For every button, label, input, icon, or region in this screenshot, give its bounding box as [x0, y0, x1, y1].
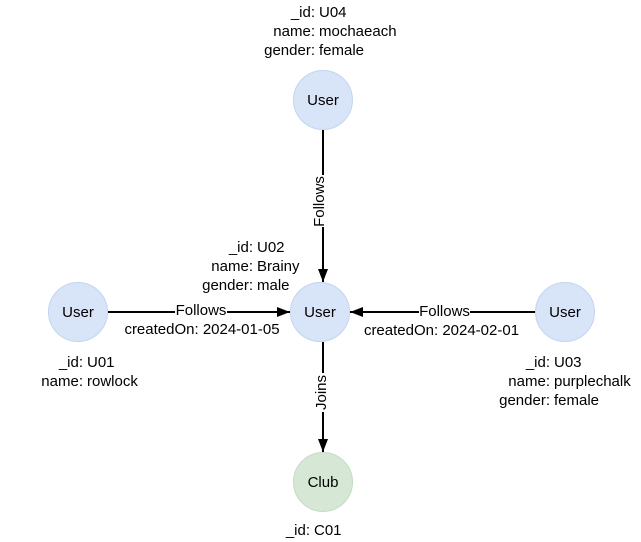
edge-arrowhead-u01-u02: [277, 307, 290, 317]
edge-label-text: Joins: [313, 374, 330, 411]
node-label: User: [549, 303, 581, 321]
prop-key: gender:: [264, 42, 315, 59]
edge-label-text: Follows: [311, 175, 329, 227]
prop-value: purplechalk: [554, 373, 631, 390]
prop-value: male: [257, 277, 290, 294]
edge-arrowhead-u03-u02: [350, 307, 363, 317]
edge-arrowhead-u04-u02: [318, 269, 328, 282]
prop-value: U04: [319, 4, 347, 21]
prop-key: _id:: [525, 354, 550, 371]
prop-value: female: [554, 392, 600, 409]
prop-key: gender:: [499, 392, 550, 409]
property-box-u01: _id:U01 name:rowlock: [0, 352, 155, 392]
node-label: User: [307, 91, 339, 109]
edge-label-createdon-u03-u02: createdOn: 2024-02-01: [363, 321, 520, 340]
prop-key: _id:: [285, 522, 310, 539]
prop-key: name:: [41, 373, 83, 390]
edge-label-text: createdOn: 2024-02-01: [363, 322, 520, 339]
node-user-u03: User: [535, 282, 595, 342]
edge-label-text: Follows: [419, 302, 470, 320]
edge-label-text: createdOn: 2024-01-05: [124, 321, 280, 338]
edge-label-createdon-u01-u02: createdOn: 2024-01-05: [123, 320, 281, 339]
property-box-u02: _id:U02 name:Brainy gender:male: [173, 235, 322, 297]
node-label: User: [304, 303, 336, 321]
node-user-u01: User: [48, 282, 108, 342]
node-label: User: [62, 303, 94, 321]
node-club-c01: Club: [293, 452, 353, 512]
prop-key: name:: [211, 258, 253, 275]
prop-value: U02: [257, 239, 285, 256]
edge-label-text: Follows: [175, 301, 227, 319]
node-user-u02: User: [290, 282, 350, 342]
prop-value: C01: [314, 522, 342, 539]
node-label: Club: [307, 473, 339, 491]
property-box-u03: _id:U03 name:purplechalk gender:female: [488, 350, 641, 412]
prop-key: name:: [273, 23, 315, 40]
edge-label-follows-u03-u02: Follows: [419, 302, 470, 320]
prop-key: _id:: [290, 4, 315, 21]
prop-key: gender:: [202, 277, 253, 294]
edge-label-follows-u04-u02: Follows: [307, 175, 332, 227]
node-user-u04: User: [293, 70, 353, 130]
edge-arrowhead-u02-c01: [318, 439, 328, 452]
prop-value: female: [319, 42, 365, 59]
prop-key: name:: [508, 373, 550, 390]
property-box-u04: _id:U04 name:mochaeach gender:female: [245, 0, 400, 62]
prop-value: Brainy: [257, 258, 300, 275]
property-box-c01: _id:C01: [247, 519, 397, 542]
prop-value: rowlock: [87, 373, 138, 390]
prop-value: U01: [87, 354, 115, 371]
prop-value: U03: [554, 354, 582, 371]
prop-key: _id:: [58, 354, 83, 371]
prop-value: mochaeach: [319, 23, 397, 40]
edge-label-joins-u02-c01: Joins: [311, 373, 332, 412]
prop-key: _id:: [228, 239, 253, 256]
edge-label-follows-u01-u02: Follows: [175, 301, 227, 319]
